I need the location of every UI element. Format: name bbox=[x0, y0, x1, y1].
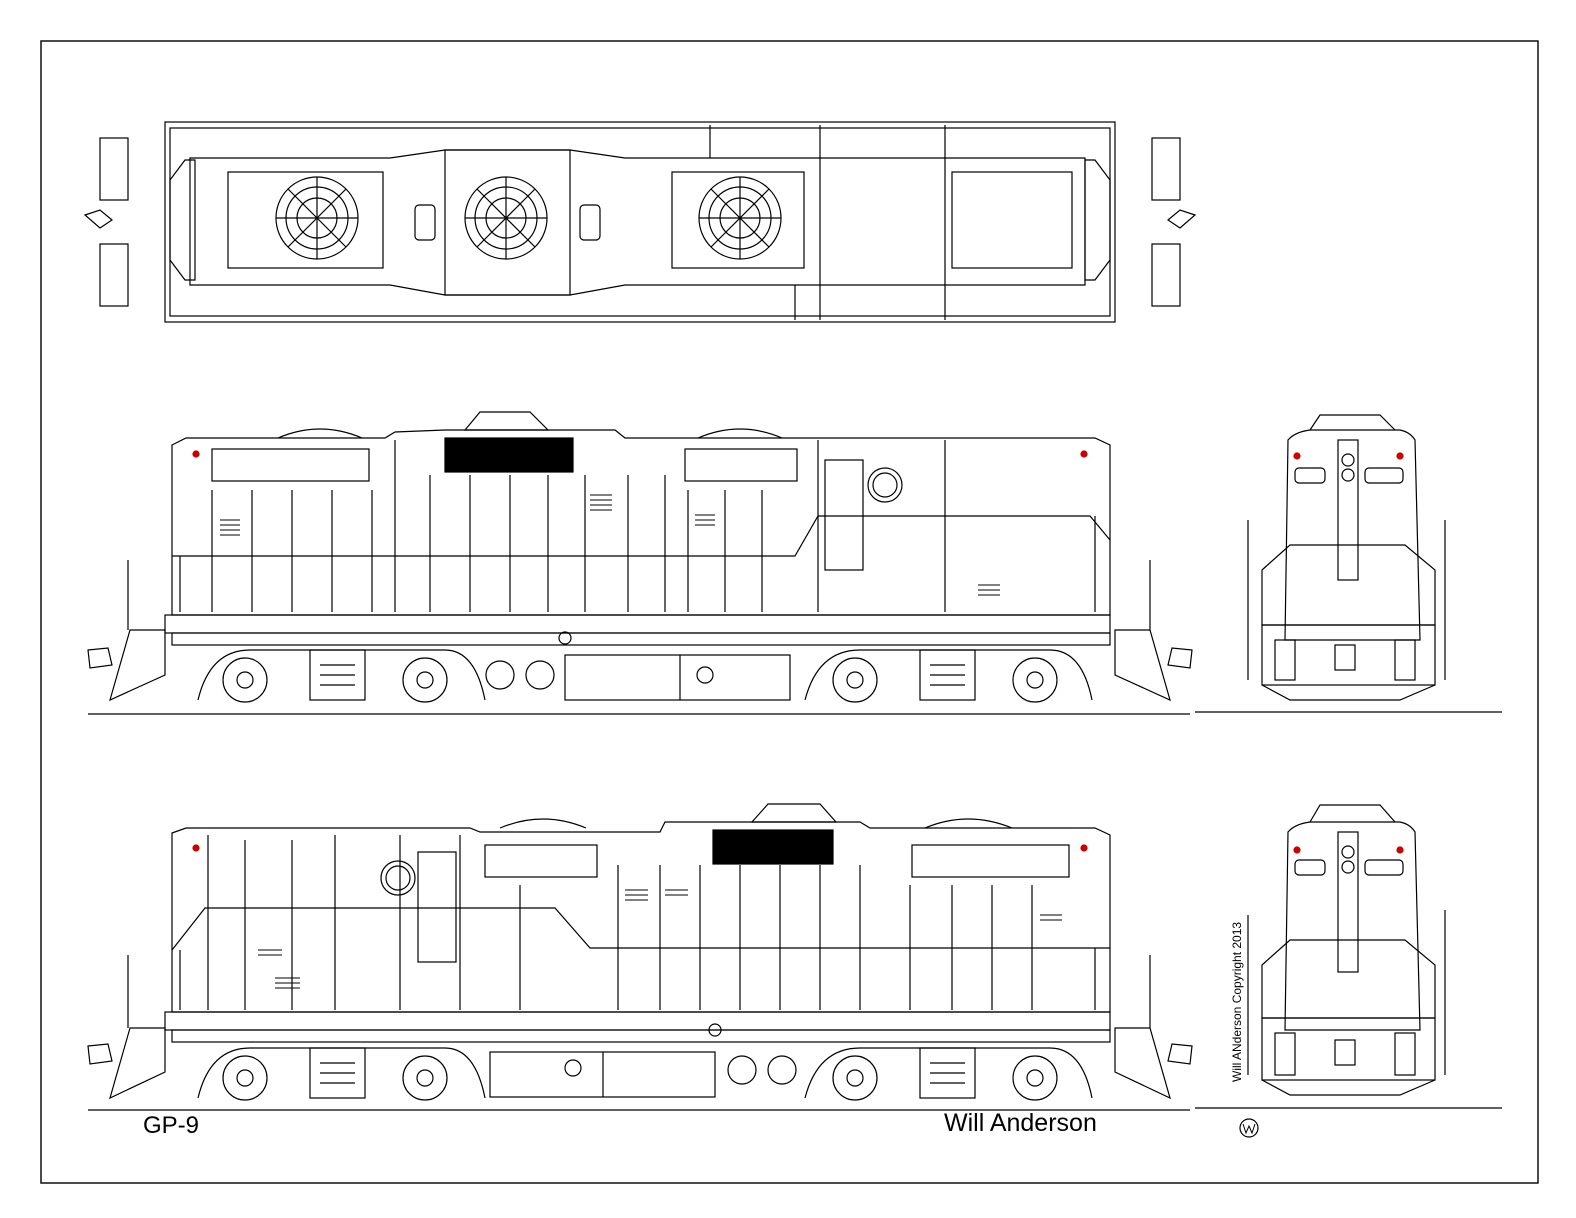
truck-assembly bbox=[197, 649, 486, 703]
sheet-border bbox=[40, 40, 1539, 1184]
radiator-grille bbox=[911, 844, 1070, 878]
radiator-grille bbox=[684, 448, 798, 482]
radiator-fan-icon bbox=[698, 176, 782, 260]
truck-assembly bbox=[804, 1047, 1093, 1101]
signature-monogram-icon bbox=[1239, 1118, 1259, 1138]
headlight-circle bbox=[380, 860, 416, 896]
radiator-grille bbox=[712, 829, 834, 865]
radiator-fan-icon bbox=[275, 176, 359, 260]
copyright-label: Will ANderson Copyright 2013 bbox=[1230, 921, 1244, 1082]
rear-end-view bbox=[1195, 804, 1502, 1109]
top-view bbox=[83, 121, 1197, 323]
truck-assembly bbox=[804, 649, 1093, 703]
left-side-view bbox=[87, 803, 1193, 1111]
front-end-view bbox=[1195, 414, 1502, 713]
author-label: Will Anderson bbox=[944, 1109, 1097, 1137]
radiator-grille bbox=[444, 437, 574, 473]
truck-assembly bbox=[197, 1047, 486, 1101]
radiator-fan-icon bbox=[464, 176, 548, 260]
radiator-grille bbox=[211, 448, 370, 482]
right-side-view bbox=[87, 411, 1193, 715]
headlight-circle bbox=[867, 467, 903, 503]
radiator-grille bbox=[484, 844, 598, 878]
model-label: GP-9 bbox=[143, 1112, 200, 1139]
